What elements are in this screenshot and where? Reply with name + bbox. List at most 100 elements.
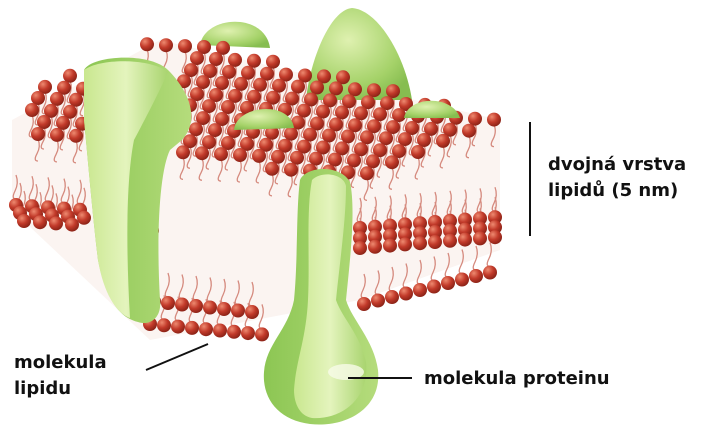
lipid-head (413, 283, 427, 297)
lipid-head (473, 231, 487, 245)
lipid-head (221, 100, 235, 114)
lipid-head (353, 241, 367, 255)
lipid-head (385, 155, 399, 169)
lipid-head (247, 54, 261, 68)
lipid-head (199, 322, 213, 336)
lipid-head (297, 104, 311, 118)
lipid-head (171, 320, 185, 334)
lipid-pointer-line (146, 344, 208, 370)
lipid-head (303, 128, 317, 142)
lipid-head (37, 115, 51, 129)
lipid-head (411, 145, 425, 159)
lipid-head (354, 106, 368, 120)
lipid-head (265, 162, 279, 176)
lipid-head (468, 112, 482, 126)
lipid-head (458, 233, 472, 247)
lipid-head (77, 211, 91, 225)
lipid-head (348, 82, 362, 96)
lipid-head (360, 166, 374, 180)
lipid-head (245, 305, 259, 319)
lipid-label-line2: lipidu (14, 376, 107, 402)
lipid-head (31, 127, 45, 141)
lipid-head (368, 240, 382, 254)
lipid-head (140, 37, 154, 51)
lipid-head (309, 152, 323, 166)
lipid-head (271, 150, 285, 164)
lipid-head (428, 235, 442, 249)
lipid-head (49, 216, 63, 230)
lipid-label: molekula lipidu (14, 350, 107, 402)
lipid-head (443, 234, 457, 248)
lipid-head (17, 214, 31, 228)
lipid-head (189, 122, 203, 136)
lipid-head (69, 129, 83, 143)
lipid-head (214, 147, 228, 161)
lipid-head (483, 266, 497, 280)
lipid-head (266, 55, 280, 69)
lipid-head (284, 163, 298, 177)
lipid-head (347, 153, 361, 167)
lipid-head (65, 218, 79, 232)
bilayer-label: dvojná vrstva lipidů (5 nm) (548, 152, 686, 204)
lipid-head (367, 83, 381, 97)
lipid-head (175, 298, 189, 312)
lipid-head (462, 124, 476, 138)
lipid-label-line1: molekula (14, 350, 107, 376)
protein-label: molekula proteinu (424, 366, 610, 392)
lipid-head (228, 53, 242, 67)
lipid-head (50, 92, 64, 106)
lipid-head (383, 239, 397, 253)
lipid-head (33, 215, 47, 229)
lipid-head (290, 151, 304, 165)
lipid-head (213, 324, 227, 338)
lipid-head (241, 326, 255, 340)
lipid-head (386, 84, 400, 98)
lipid-head (227, 325, 241, 339)
lipid-head (335, 105, 349, 119)
lipid-head (217, 302, 231, 316)
lipid-head (215, 76, 229, 90)
lipid-head (487, 113, 501, 127)
lipid-head (385, 290, 399, 304)
lipid-head (322, 129, 336, 143)
lipid-head (157, 318, 171, 332)
lipid-head (328, 153, 342, 167)
lipid-head (176, 145, 190, 159)
lipid-head (161, 296, 175, 310)
lipid-head (203, 301, 217, 315)
lipid-head (195, 146, 209, 160)
lipid-head (178, 39, 192, 53)
lipid-head (31, 91, 45, 105)
lipid-head (366, 154, 380, 168)
lipid-head (455, 273, 469, 287)
lipid-head (56, 116, 70, 130)
lipid-head (441, 276, 455, 290)
lipid-head (357, 297, 371, 311)
lipid-head (252, 149, 266, 163)
lipid-head (231, 304, 245, 318)
lipid-head (371, 294, 385, 308)
lipid-head (341, 129, 355, 143)
lipid-head (255, 327, 269, 341)
lipid-head (379, 131, 393, 145)
lipid-head (196, 75, 210, 89)
lipid-head (360, 130, 374, 144)
dome-protein-back-left (200, 22, 270, 48)
lipid-head (69, 93, 83, 107)
lipid-head (50, 128, 64, 142)
bilayer-label-line2: lipidů (5 nm) (548, 178, 686, 204)
lipid-head (253, 78, 267, 92)
lipid-head (291, 80, 305, 94)
lipid-head (190, 51, 204, 65)
lipid-head (284, 127, 298, 141)
lipid-head (398, 132, 412, 146)
lipid-head (436, 134, 450, 148)
lipid-head (202, 99, 216, 113)
lipid-head (417, 133, 431, 147)
lipid-head (392, 108, 406, 122)
lipid-head (189, 299, 203, 313)
lipid-head (316, 105, 330, 119)
lipid-head (469, 269, 483, 283)
bilayer-label-line1: dvojná vrstva (548, 152, 686, 178)
